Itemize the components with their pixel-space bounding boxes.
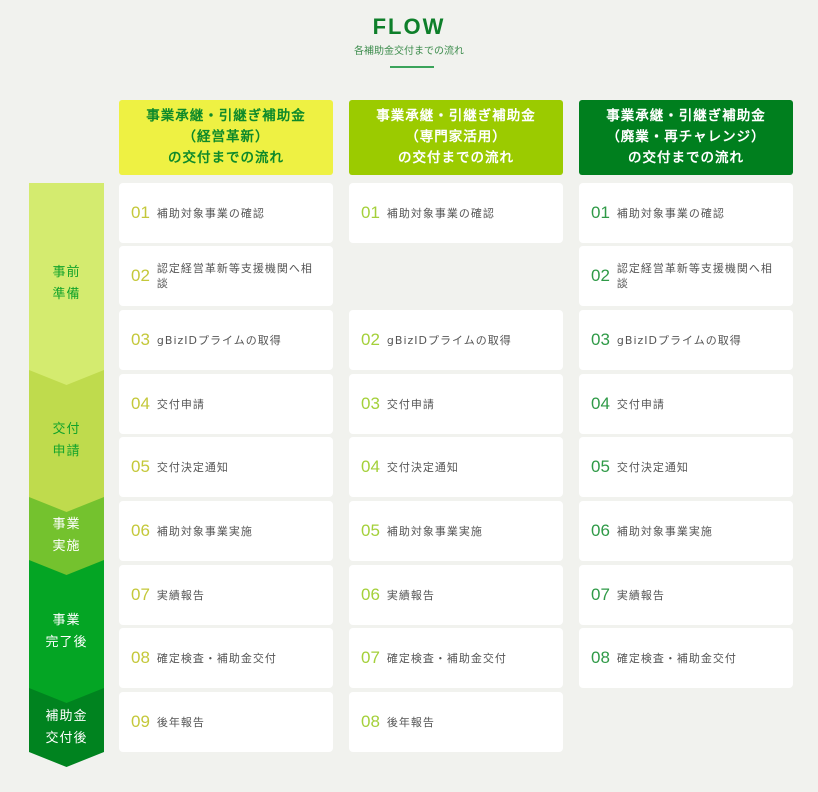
step-label: 交付申請: [156, 397, 205, 411]
step-label: 補助対象事業実施: [386, 524, 483, 538]
step-label: 後年報告: [156, 715, 205, 729]
step-label: 補助対象事業の確認: [156, 206, 265, 220]
step-number: 08: [361, 712, 380, 731]
step-number: 03: [131, 330, 150, 349]
step-number: 06: [591, 521, 610, 540]
step-card: 01 補助対象事業の確認: [349, 183, 563, 243]
page-title: FLOW: [372, 14, 446, 39]
column-header: 事業承継・引継ぎ補助金 （専門家活用） の交付までの流れ: [349, 100, 563, 175]
step-card: 06 実績報告: [349, 565, 563, 625]
step-label: gBizIDプライムの取得: [386, 333, 512, 347]
step-card: 08 後年報告: [349, 692, 563, 752]
step-label: gBizIDプライムの取得: [616, 333, 742, 347]
step-card: 03 交付申請: [349, 374, 563, 434]
step-label: 交付申請: [386, 397, 435, 411]
step-label: 実績報告: [616, 588, 665, 602]
step-card: 07 実績報告: [119, 565, 333, 625]
step-number: 07: [131, 585, 150, 604]
step-number: 02: [361, 330, 380, 349]
step-card: 04 交付申請: [579, 374, 793, 434]
step-number: 03: [361, 394, 380, 413]
step-number: 04: [591, 394, 610, 413]
step-number: 09: [131, 712, 150, 731]
step-label: 補助対象事業実施: [156, 524, 253, 538]
step-number: 01: [131, 203, 150, 222]
step-label: 認定経営革新等支援機関へ相談: [156, 262, 313, 290]
step-number: 01: [361, 203, 380, 222]
step-number: 05: [361, 521, 380, 540]
step-card: 08 確定検査・補助金交付: [119, 628, 333, 688]
step-number: 06: [131, 521, 150, 540]
step-card: 02 認定経営革新等支援機関へ相談: [119, 246, 333, 306]
step-card: 03 gBizIDプライムの取得: [119, 310, 333, 370]
step-card: 03 gBizIDプライムの取得: [579, 310, 793, 370]
step-card: 05 交付決定通知: [579, 437, 793, 497]
step-label: 認定経営革新等支援機関へ相談: [616, 262, 773, 290]
step-card: 05 補助対象事業実施: [349, 501, 563, 561]
step-card: 02 認定経営革新等支援機関へ相談: [579, 246, 793, 306]
title-divider: [390, 66, 434, 68]
step-card: 08 確定検査・補助金交付: [579, 628, 793, 688]
step-label: 交付申請: [616, 397, 665, 411]
step-number: 08: [131, 648, 150, 667]
step-number: 07: [361, 648, 380, 667]
step-label: 交付決定通知: [386, 460, 459, 474]
column-header: 事業承継・引継ぎ補助金 （経営革新） の交付までの流れ: [119, 100, 333, 175]
step-number: 05: [131, 457, 150, 476]
step-label: 実績報告: [386, 588, 435, 602]
step-card: 04 交付申請: [119, 374, 333, 434]
step-card: 06 補助対象事業実施: [119, 501, 333, 561]
step-label: 確定検査・補助金交付: [386, 651, 507, 665]
step-number: 04: [131, 394, 150, 413]
step-label: 後年報告: [386, 715, 435, 729]
step-card: 04 交付決定通知: [349, 437, 563, 497]
step-number: 02: [131, 266, 150, 285]
step-card: 07 実績報告: [579, 565, 793, 625]
step-number: 04: [361, 457, 380, 476]
step-label: 確定検査・補助金交付: [156, 651, 277, 665]
step-label: 交付決定通知: [616, 460, 689, 474]
step-number: 01: [591, 203, 610, 222]
step-number: 06: [361, 585, 380, 604]
step-card: 07 確定検査・補助金交付: [349, 628, 563, 688]
step-label: 交付決定通知: [156, 460, 229, 474]
step-card: 01 補助対象事業の確認: [119, 183, 333, 243]
step-card: 09 後年報告: [119, 692, 333, 752]
page-subtitle: 各補助金交付までの流れ: [354, 46, 464, 57]
step-label: 補助対象事業実施: [616, 524, 713, 538]
step-card: 05 交付決定通知: [119, 437, 333, 497]
step-number: 07: [591, 585, 610, 604]
step-label: 補助対象事業の確認: [386, 206, 495, 220]
step-number: 08: [591, 648, 610, 667]
step-card: 01 補助対象事業の確認: [579, 183, 793, 243]
step-label: 確定検査・補助金交付: [616, 651, 737, 665]
step-card: 06 補助対象事業実施: [579, 501, 793, 561]
step-number: 05: [591, 457, 610, 476]
column-header: 事業承継・引継ぎ補助金 （廃業・再チャレンジ） の交付までの流れ: [579, 100, 793, 175]
step-card: 02 gBizIDプライムの取得: [349, 310, 563, 370]
phase-arrow: 事前 準備: [29, 183, 104, 385]
step-label: 実績報告: [156, 588, 205, 602]
step-number: 03: [591, 330, 610, 349]
step-label: 補助対象事業の確認: [616, 206, 725, 220]
step-label: gBizIDプライムの取得: [156, 333, 282, 347]
step-number: 02: [591, 266, 610, 285]
